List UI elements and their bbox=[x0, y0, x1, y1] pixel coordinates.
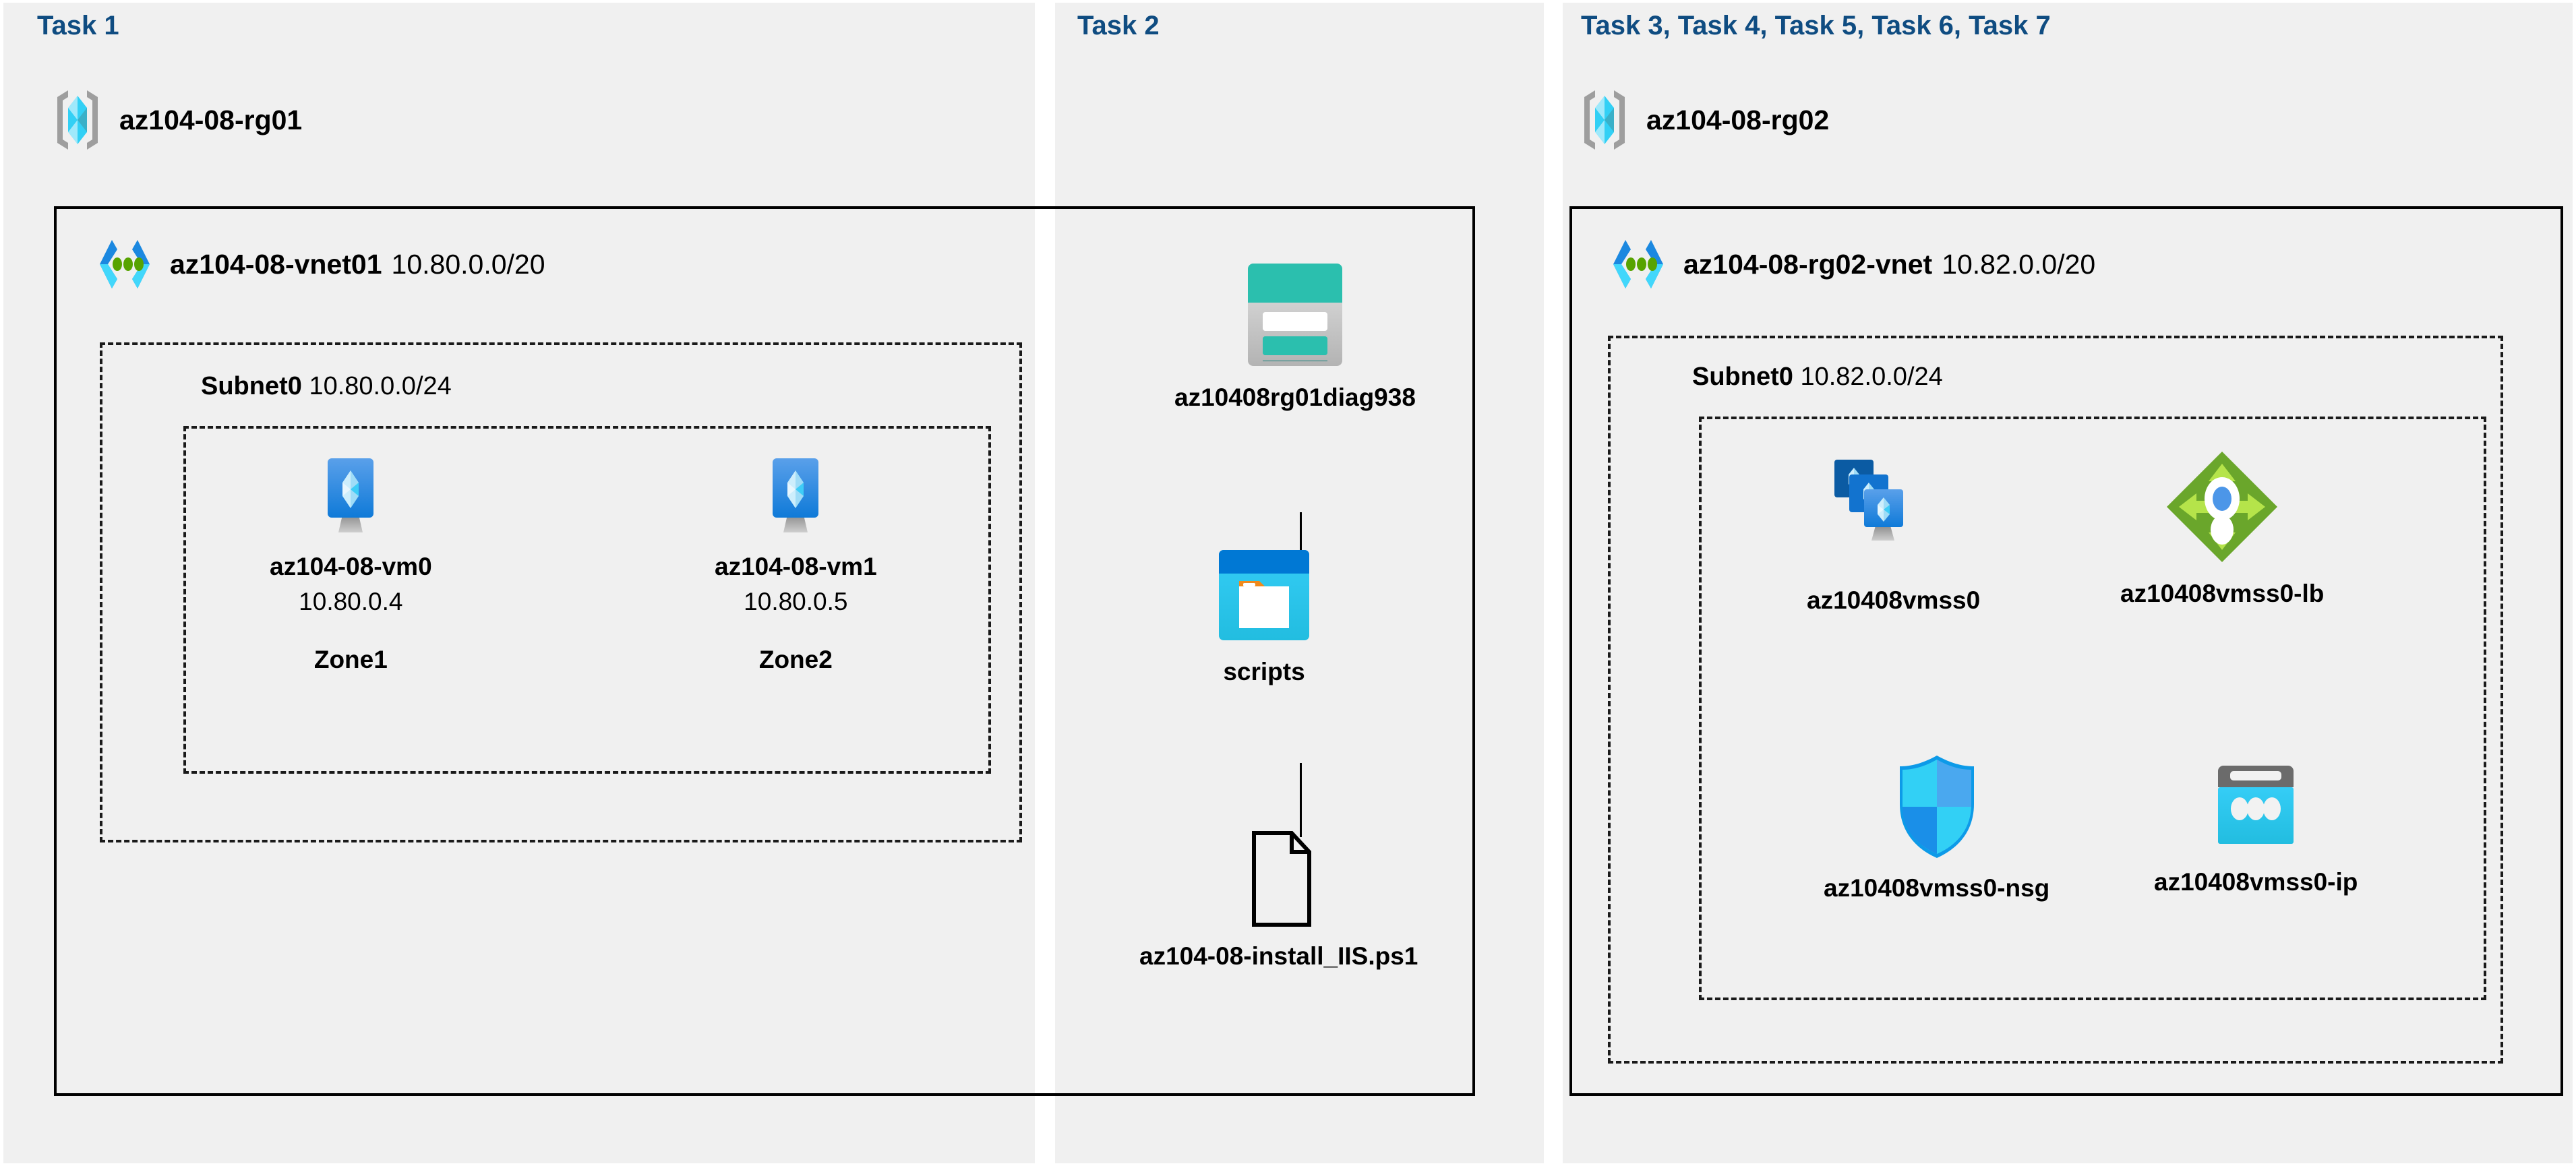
virtual-machine-icon bbox=[755, 453, 836, 541]
vm-node[interactable]: az104-08-vm1 10.80.0.5 Zone2 bbox=[715, 453, 877, 674]
public-ip-address-label: az10408vmss0-ip bbox=[2154, 868, 2358, 896]
subnet-name: Subnet0 bbox=[1692, 363, 1793, 391]
availability-zone-boundary bbox=[183, 426, 991, 774]
blob-container-node[interactable]: scripts bbox=[1214, 547, 1315, 686]
subnet-name: Subnet0 bbox=[201, 372, 302, 400]
storage-account-node[interactable]: az10408rg01diag938 bbox=[1174, 259, 1416, 412]
vnet-boundary-left bbox=[54, 206, 1475, 1096]
virtual-network-icon bbox=[94, 237, 155, 291]
storage-account-label: az10408rg01diag938 bbox=[1174, 383, 1416, 411]
network-security-group-node[interactable]: az10408vmss0-nsg bbox=[1824, 751, 2049, 902]
subnet-boundary-right bbox=[1608, 336, 2503, 1064]
task2-title: Task 2 bbox=[1077, 11, 1160, 40]
public-ip-address-node[interactable]: az10408vmss0-ip bbox=[2154, 762, 2358, 896]
public-ip-address-icon bbox=[2209, 762, 2303, 856]
blob-container-label: scripts bbox=[1223, 658, 1305, 685]
load-balancer-node[interactable]: az10408vmss0-lb bbox=[2120, 446, 2324, 608]
file-node[interactable]: az104-08-install_IIS.ps1 bbox=[1139, 829, 1418, 971]
vnet-boundary-right bbox=[1569, 206, 2563, 1096]
vm-ip: 10.80.0.5 bbox=[744, 588, 848, 615]
resource-group-label: az104-08-rg01 bbox=[119, 104, 303, 135]
vnet-name: az104-08-rg02-vnet bbox=[1683, 248, 1933, 280]
vm-scale-set-node[interactable]: az10408vmss0 bbox=[1807, 453, 1980, 615]
vnet-header-left: az104-08-vnet01 10.80.0.0/20 bbox=[94, 237, 545, 291]
task3to7-panel bbox=[1563, 3, 2573, 1163]
blob-container-icon bbox=[1214, 547, 1315, 646]
resource-group-rg02: az104-08-rg02 bbox=[1578, 88, 1829, 152]
vm-node[interactable]: az104-08-vm0 10.80.0.4 Zone1 bbox=[270, 453, 432, 674]
resource-group-icon bbox=[51, 88, 104, 152]
vm-name: az104-08-vm0 bbox=[270, 553, 432, 580]
subnet-cidr: 10.82.0.0/24 bbox=[1800, 363, 1943, 391]
storage-account-icon bbox=[1233, 259, 1357, 371]
network-security-group-label: az10408vmss0-nsg bbox=[1824, 874, 2050, 902]
load-balancer-label: az10408vmss0-lb bbox=[2120, 580, 2325, 607]
vm-ip: 10.80.0.4 bbox=[299, 588, 403, 615]
vnet-header-right: az104-08-rg02-vnet 10.82.0.0/20 bbox=[1608, 237, 2095, 291]
vm-zone: Zone1 bbox=[313, 646, 388, 673]
vm-name: az104-08-vm1 bbox=[715, 553, 877, 580]
file-label: az104-08-install_IIS.ps1 bbox=[1139, 942, 1418, 970]
vnet-name: az104-08-vnet01 bbox=[170, 248, 382, 280]
task1-panel bbox=[3, 3, 1035, 1163]
resource-group-rg01: az104-08-rg01 bbox=[51, 88, 302, 152]
vm-scale-set-icon bbox=[1826, 453, 1961, 574]
vm-scale-set-label: az10408vmss0 bbox=[1807, 586, 1981, 614]
task1-title: Task 1 bbox=[37, 11, 119, 40]
subnet-label-right: Subnet0 10.82.0.0/24 bbox=[1692, 363, 1943, 392]
connector-line bbox=[1300, 763, 1302, 837]
file-icon bbox=[1235, 829, 1323, 930]
vm-zone: Zone2 bbox=[758, 646, 833, 673]
load-balancer-icon bbox=[2161, 446, 2283, 567]
virtual-machine-icon bbox=[310, 453, 391, 541]
subnet-label-left: Subnet0 10.80.0.0/24 bbox=[201, 372, 452, 401]
vmss-group-boundary bbox=[1699, 417, 2486, 1000]
vnet-cidr: 10.80.0.0/20 bbox=[391, 248, 545, 280]
vnet-cidr: 10.82.0.0/20 bbox=[1942, 248, 2096, 280]
subnet-boundary-left bbox=[100, 342, 1022, 842]
task3to7-title: Task 3, Task 4, Task 5, Task 6, Task 7 bbox=[1581, 11, 2051, 40]
network-security-group-icon bbox=[1886, 751, 1987, 862]
resource-group-label: az104-08-rg02 bbox=[1646, 104, 1830, 135]
subnet-cidr: 10.80.0.0/24 bbox=[309, 372, 452, 400]
resource-group-icon bbox=[1578, 88, 1631, 152]
virtual-network-icon bbox=[1608, 237, 1669, 291]
